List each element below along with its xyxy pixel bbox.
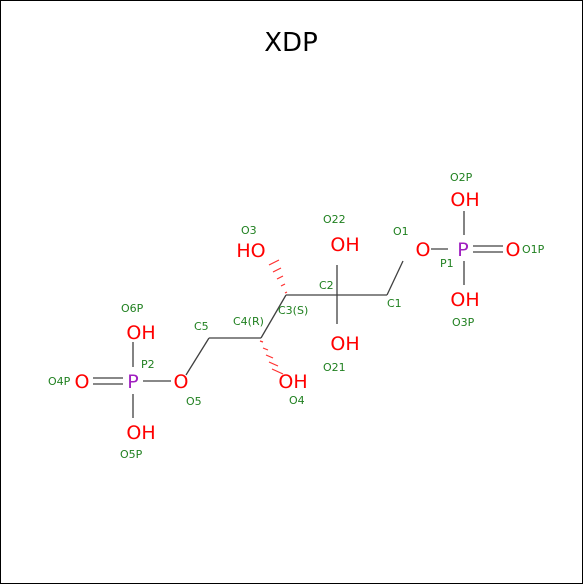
label-o2p: O2P [450,171,473,184]
atom-o4: OH [278,371,307,393]
label-o4: O4 [289,394,305,407]
label-o6p: O6P [121,302,144,315]
bonds [93,211,503,418]
hash-bond-c3-o3 [268,259,288,294]
atom-p1: P [457,239,468,261]
atom-labels: O2P O3 O22 O1 P1 O1P C2 C1 C3(S) O3P C4(… [48,171,545,461]
atom-o21: OH [330,333,359,355]
label-p1: P1 [440,257,454,270]
atom-o22: OH [330,234,359,256]
atom-o4p: O [75,371,90,393]
label-o4p: O4P [48,375,71,388]
diagram-title: XDP [264,28,318,58]
bond-c1-o1 [386,260,404,296]
label-o5p: O5P [120,448,143,461]
label-c4: C4(R) [233,315,264,328]
stereo-hash-bonds [259,259,288,375]
atom-o5p: OH [126,422,155,444]
label-o3: O3 [241,224,257,237]
label-o1p: O1P [522,243,545,256]
atom-o6p: OH [126,322,155,344]
label-c2: C2 [319,279,334,292]
atom-o3: HO [236,240,265,262]
atom-p2: P [127,371,138,393]
label-c1: C1 [387,297,402,310]
bond-c5-o5 [185,337,210,376]
atom-o2p: OH [450,189,479,211]
label-o3p: O3P [452,316,475,329]
label-o1: O1 [393,225,409,238]
label-c5: C5 [194,320,209,333]
atom-o1: O [416,239,431,261]
atom-o5: O [174,371,189,393]
atom-o1p: O [506,239,521,261]
label-o22: O22 [323,213,346,226]
label-o21: O21 [323,361,346,374]
bond-c3-c4 [260,294,287,339]
label-p2: P2 [141,358,155,371]
label-c3: C3(S) [278,304,308,317]
hash-bond-c4-o4 [259,340,284,375]
label-o5: O5 [186,395,202,408]
atom-o3p: OH [450,289,479,311]
atom-symbols: HO OH O P O OH OH OH OH OH O P O OH [75,189,521,444]
